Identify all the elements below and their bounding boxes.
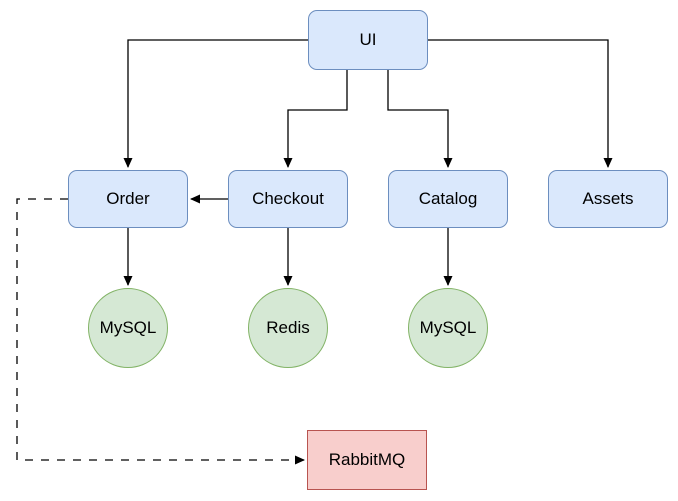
node-catalog: Catalog xyxy=(388,170,508,228)
node-label-checkout: Checkout xyxy=(252,188,324,208)
node-label-rabbitmq: RabbitMQ xyxy=(328,449,406,469)
edge-layer xyxy=(16,39,613,465)
edge-ui-to-checkout xyxy=(283,70,348,168)
node-label-order-mysql: MySQL xyxy=(99,317,157,337)
node-assets: Assets xyxy=(548,170,668,228)
node-ui: UI xyxy=(308,10,428,70)
node-order: Order xyxy=(68,170,188,228)
node-label-redis: Redis xyxy=(266,317,310,337)
node-checkout: Checkout xyxy=(228,170,348,228)
node-label-ui: UI xyxy=(359,29,377,49)
node-label-order: Order xyxy=(106,188,150,208)
edge-ui-to-catalog xyxy=(387,70,453,168)
node-label-assets: Assets xyxy=(582,188,634,208)
node-order-mysql: MySQL xyxy=(88,288,168,368)
node-label-catalog: Catalog xyxy=(418,188,478,208)
edge-order-to-rabbitmq xyxy=(16,198,305,465)
edge-ui-to-assets xyxy=(428,39,613,168)
node-rabbitmq: RabbitMQ xyxy=(307,430,427,490)
node-redis: Redis xyxy=(248,288,328,368)
edge-ui-to-order xyxy=(123,39,308,168)
node-label-catalog-mysql: MySQL xyxy=(419,317,477,337)
node-catalog-mysql: MySQL xyxy=(408,288,488,368)
